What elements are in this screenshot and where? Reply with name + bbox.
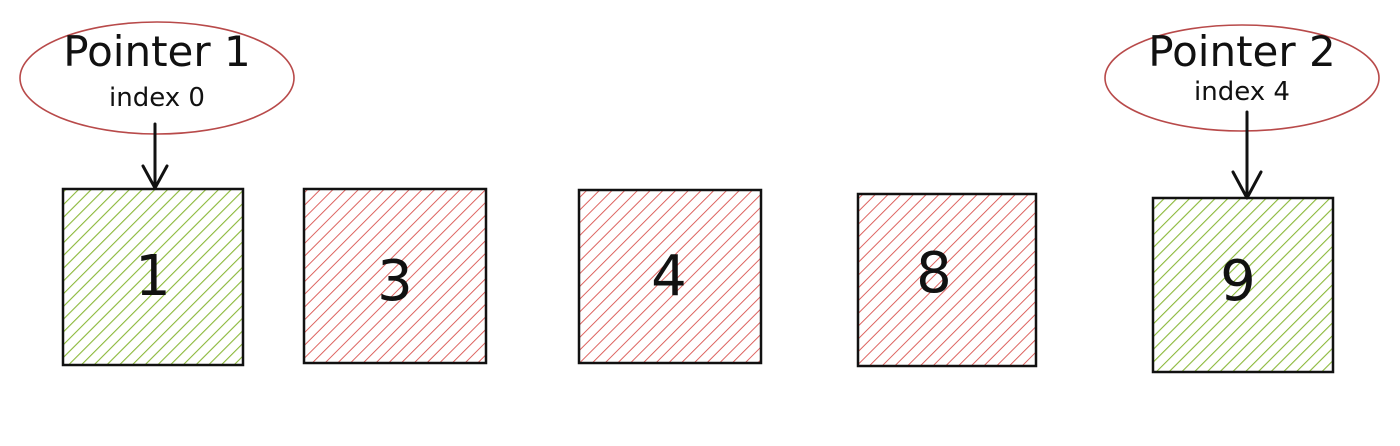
pointer-2-title: Pointer 2: [1148, 27, 1335, 76]
cell-3-box: [856, 192, 1038, 368]
cell-0-box: [61, 187, 245, 367]
pointer-2-ellipse: [1104, 24, 1380, 132]
cell-2-box: [577, 188, 763, 365]
pointer-2-arrow: [1231, 110, 1263, 200]
array-cell-0: 1: [61, 187, 245, 367]
pointer-1-index: index 0: [109, 83, 205, 113]
cell-1-value: 3: [377, 249, 413, 314]
cell-2-value: 4: [651, 244, 687, 309]
cell-4-box: [1151, 196, 1335, 374]
cell-1-box: [302, 187, 488, 365]
pointer-1-ellipse: [19, 21, 295, 135]
array-cell-1: 3: [302, 187, 488, 365]
pointer-2: Pointer 2 index 4: [1104, 24, 1380, 200]
cell-0-value: 1: [135, 244, 171, 309]
pointer-1: Pointer 1 index 0: [19, 21, 295, 190]
cell-4-value: 9: [1220, 249, 1256, 314]
pointer-1-title: Pointer 1: [63, 27, 250, 76]
pointer-2-index: index 4: [1194, 77, 1290, 107]
array-cell-4: 9: [1151, 196, 1335, 374]
cell-3-value: 8: [916, 241, 952, 306]
array-cell-2: 4: [577, 188, 763, 365]
array-cell-3: 8: [856, 192, 1038, 368]
